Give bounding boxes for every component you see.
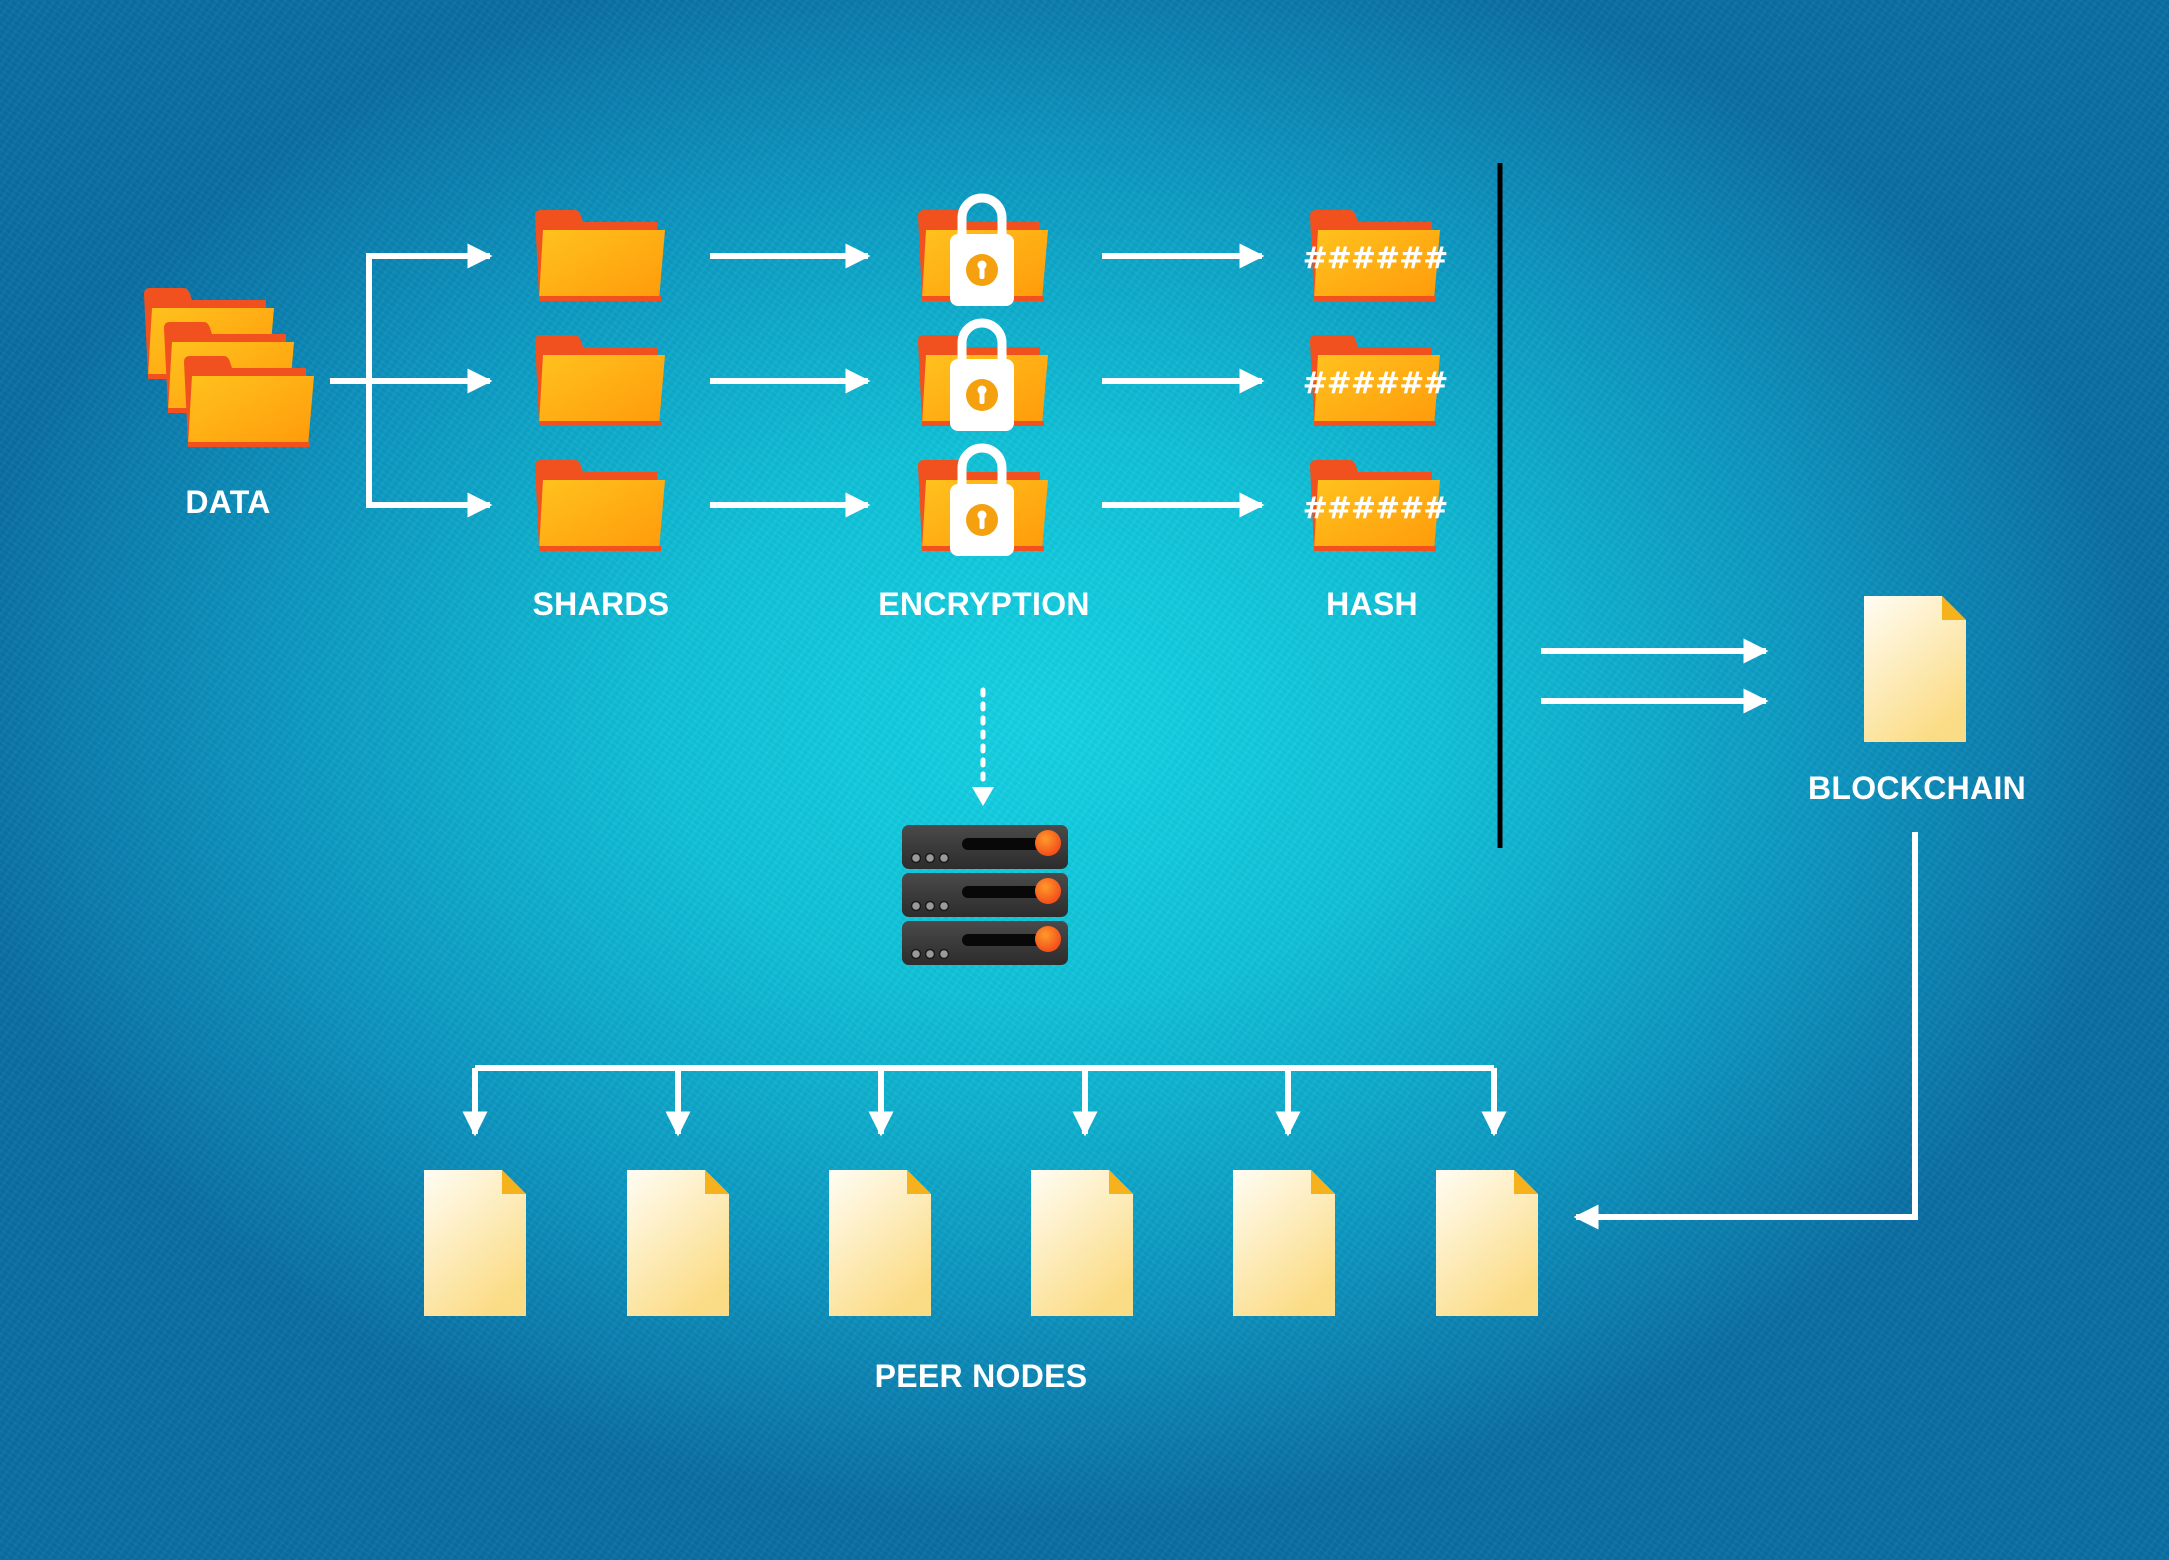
hashed-folder-icon: ###### (1303, 460, 1448, 551)
shard-folder-icon (535, 210, 665, 301)
hash-to-blockchain-arrows (1541, 638, 1769, 714)
padlock-icon (950, 198, 1014, 306)
data-folders-icon (144, 288, 314, 447)
hashed-folder-icon: ###### (1303, 210, 1448, 301)
encrypted-folders (918, 198, 1048, 556)
shard-folder-icon (535, 335, 665, 426)
encryption-label: ENCRYPTION (878, 586, 1090, 622)
storage-server-icon (901, 824, 1069, 966)
shard-folders (535, 210, 665, 551)
peer-node-document-icon (1436, 1170, 1538, 1316)
encrypted-folder-icon (918, 198, 1048, 306)
hash-label: HASH (1326, 586, 1418, 622)
blockchain-document-icon (1864, 596, 1966, 742)
shards-label: SHARDS (532, 586, 670, 622)
peer-node-document-icon (627, 1170, 729, 1316)
peer-node-document-icon (424, 1170, 526, 1316)
blockchain-to-peers-arrow (1573, 832, 1918, 1230)
padlock-icon (950, 448, 1014, 556)
peer-node-document-icon (829, 1170, 931, 1316)
peer-nodes-label: PEER NODES (874, 1358, 1088, 1394)
server-to-peers-arrows (462, 1065, 1507, 1137)
data-to-shards-arrows (330, 243, 493, 518)
data-label: DATA (185, 484, 271, 520)
encrypted-folder-icon (918, 448, 1048, 556)
blockchain-label: BLOCKCHAIN (1807, 770, 2027, 806)
shards-to-encryption-arrows (710, 243, 871, 518)
hash-text: ###### (1303, 366, 1448, 401)
hash-folders: ###### ###### ###### (1303, 210, 1448, 551)
encrypted-folder-icon (918, 323, 1048, 431)
hashed-folder-icon: ###### (1303, 335, 1448, 426)
encryption-to-hash-arrows (1102, 243, 1265, 518)
encryption-to-server-arrow (972, 687, 994, 806)
padlock-icon (950, 323, 1014, 431)
peer-node-document-icon (1233, 1170, 1335, 1316)
hash-text: ###### (1303, 491, 1448, 526)
peer-node-documents (424, 1170, 1538, 1316)
peer-node-document-icon (1031, 1170, 1133, 1316)
hash-text: ###### (1303, 241, 1448, 276)
shard-folder-icon (535, 460, 665, 551)
